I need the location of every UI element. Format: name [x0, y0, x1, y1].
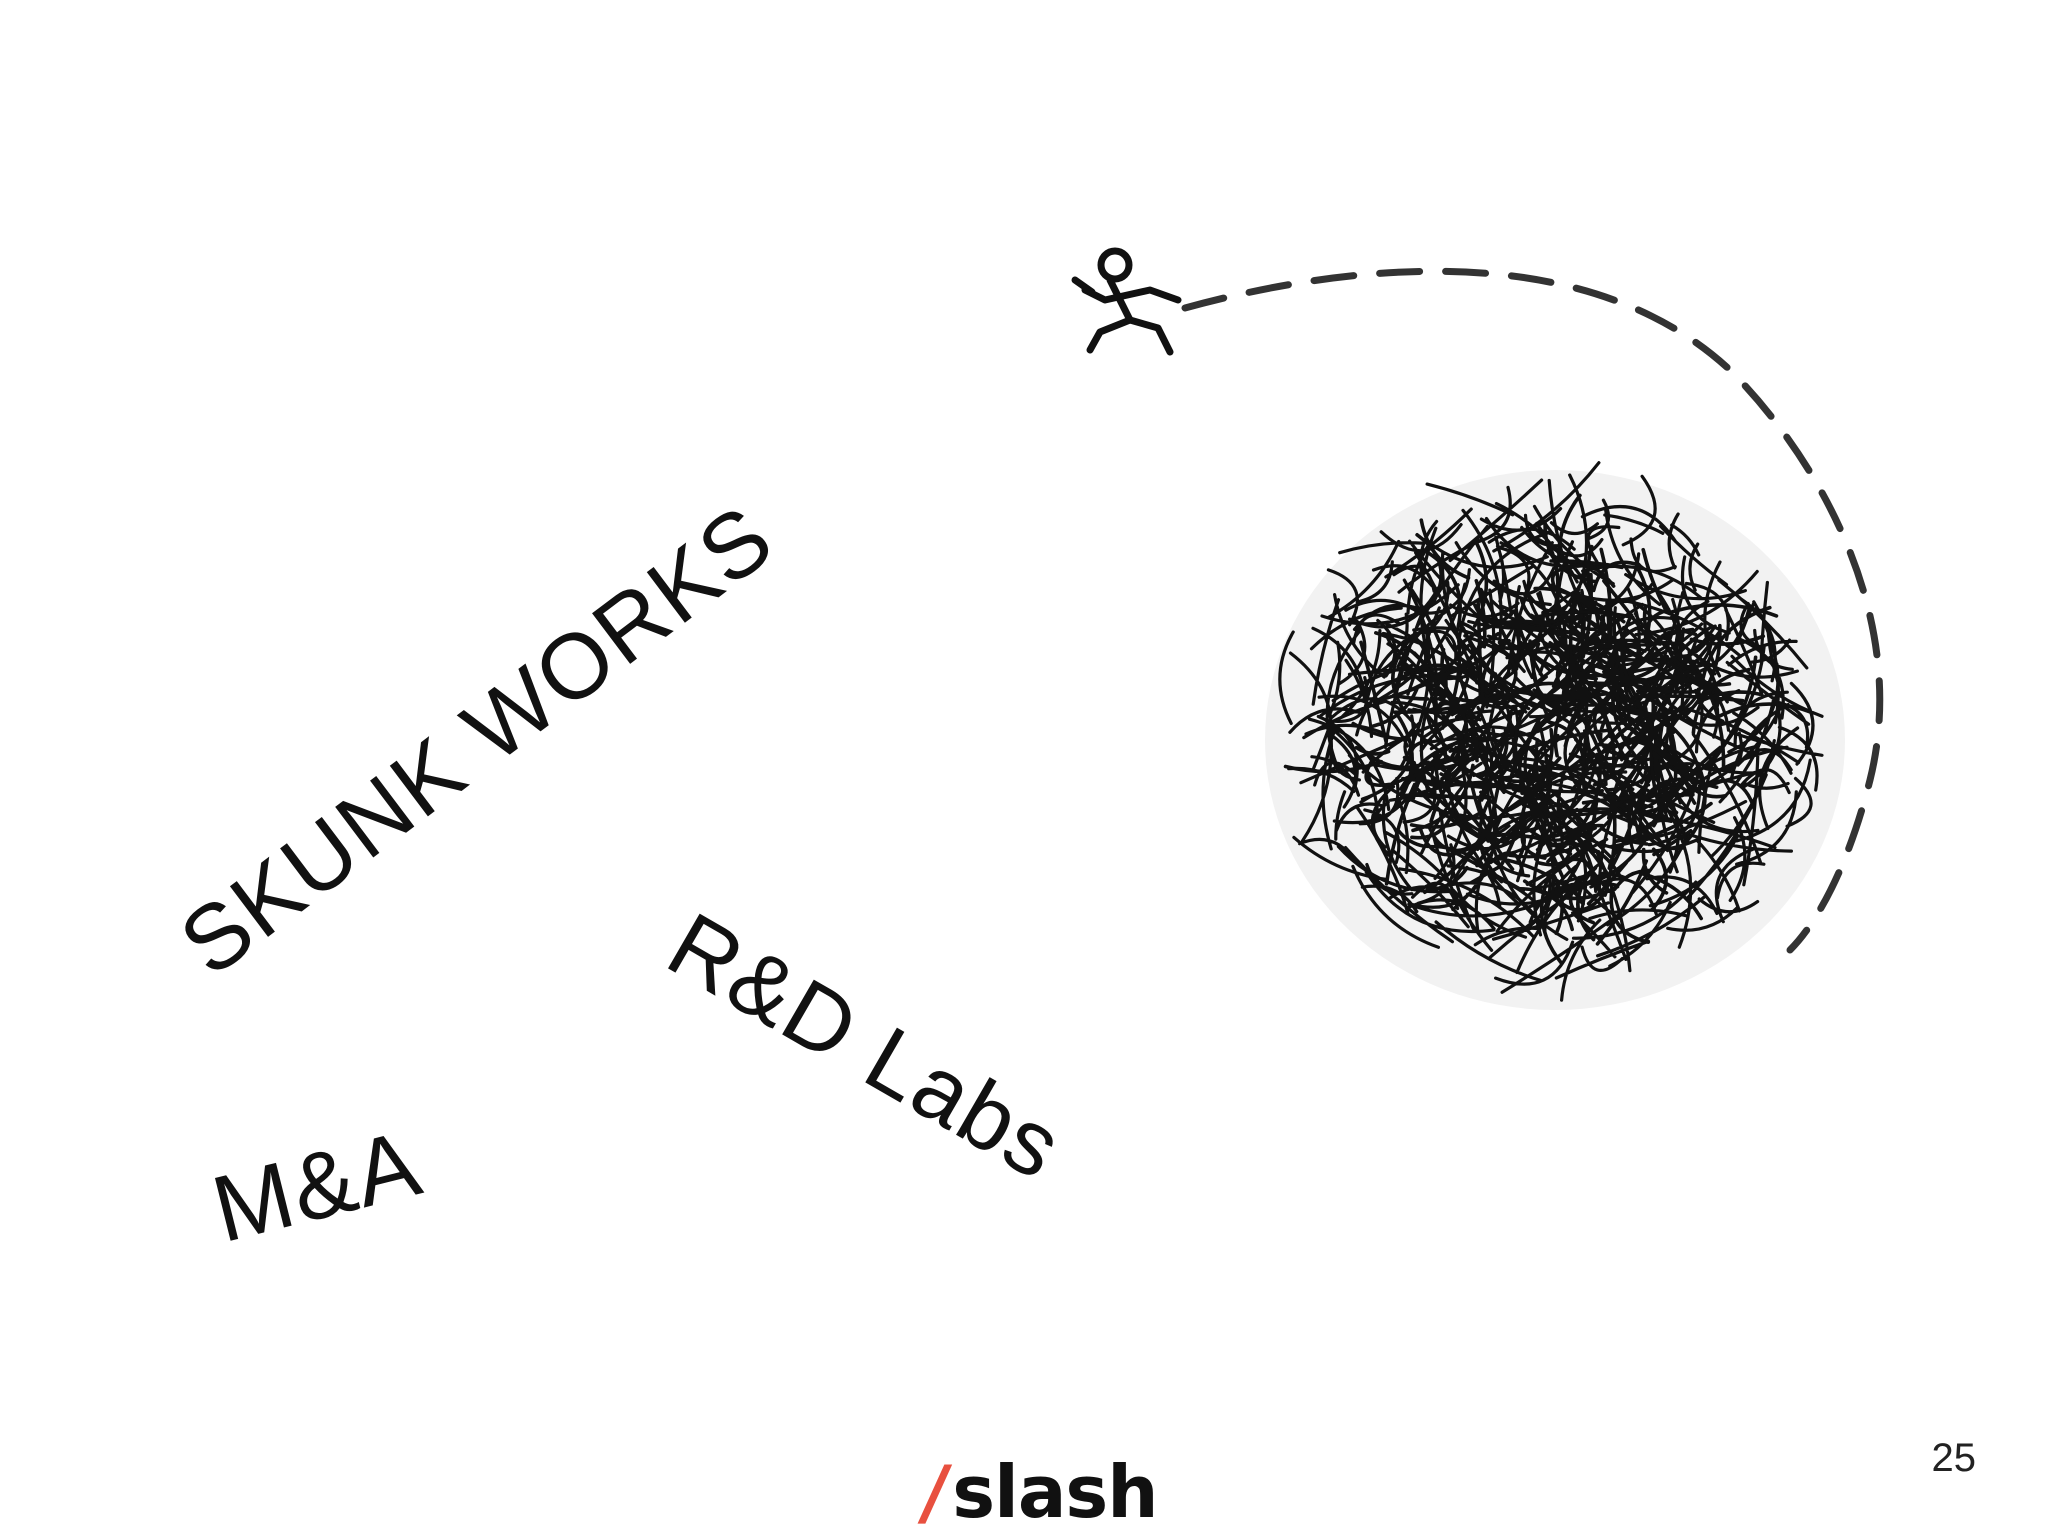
slash-logo-mark: /	[916, 1450, 955, 1534]
slash-logo: / slash	[916, 1450, 1158, 1536]
tangle-core-strokes	[1283, 493, 1814, 966]
dashed-escape-path	[1181, 267, 1884, 954]
tangle-scribble-ball	[1278, 461, 1824, 1002]
page-number: 25	[1931, 1436, 1977, 1480]
ma-label: M&A	[202, 1109, 432, 1263]
running-stick-figure	[1071, 247, 1182, 356]
stick-figure-escaping-tangle-illustration	[1071, 247, 1884, 1010]
rd-labs-label: R&D Labs	[651, 893, 1080, 1200]
slash-logo-wordmark: slash	[952, 1450, 1158, 1534]
